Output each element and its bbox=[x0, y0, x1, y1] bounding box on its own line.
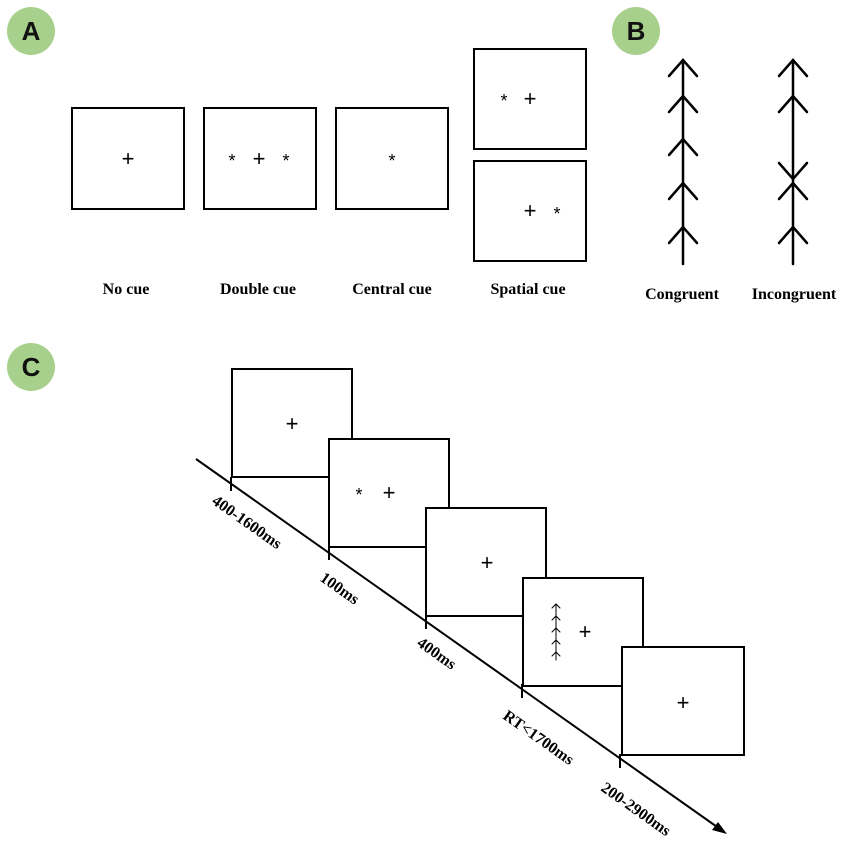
flanker-label-incongruent: Incongruent bbox=[752, 286, 837, 303]
spatial-cue-screen-bottom bbox=[473, 160, 587, 262]
cue-asterisk: * bbox=[228, 151, 235, 171]
cue-label-no-cue: No cue bbox=[103, 281, 150, 298]
fixation-cross: + bbox=[524, 198, 537, 223]
fixation-cross: + bbox=[579, 619, 592, 644]
panel-b-badge bbox=[612, 7, 660, 55]
panel-a: A + No cue * + * Double cue * Central cu… bbox=[7, 7, 587, 298]
up-arrow-icon bbox=[777, 94, 809, 114]
up-arrow-icon bbox=[667, 181, 699, 201]
down-arrow-icon bbox=[777, 161, 809, 181]
up-arrow-icon bbox=[667, 225, 699, 245]
up-arrow-icon bbox=[551, 627, 561, 633]
up-arrow-icon bbox=[777, 58, 809, 78]
panel-c-badge-label: C bbox=[22, 352, 41, 382]
cue-asterisk: * bbox=[500, 91, 507, 111]
up-arrow-icon bbox=[551, 651, 561, 657]
panel-b: B Congruent Incongruent bbox=[612, 7, 837, 303]
panel-b-badge-label: B bbox=[627, 16, 646, 46]
fixation-cross: + bbox=[122, 146, 135, 171]
cue-asterisk: * bbox=[282, 151, 289, 171]
target-arrow-stack bbox=[551, 603, 561, 661]
up-arrow-icon bbox=[667, 94, 699, 114]
spatial-cue-screen-top bbox=[473, 48, 587, 150]
up-arrow-icon bbox=[777, 225, 809, 245]
fixation-cross: + bbox=[383, 480, 396, 505]
double-cue-screen bbox=[203, 107, 317, 210]
cue-asterisk: * bbox=[553, 204, 560, 224]
up-arrow-icon bbox=[667, 58, 699, 78]
panel-c: C + * + + + bbox=[7, 343, 745, 840]
cue-asterisk: * bbox=[355, 485, 362, 505]
panel-c-badge bbox=[7, 343, 55, 391]
up-arrow-icon bbox=[551, 615, 561, 621]
cue-asterisk: * bbox=[388, 151, 395, 171]
fixation-cross: + bbox=[677, 690, 690, 715]
panel-a-badge bbox=[7, 7, 55, 55]
cue-label-central-cue: Central cue bbox=[352, 281, 432, 298]
fixation-cross: + bbox=[253, 146, 266, 171]
iti-screen bbox=[621, 646, 745, 756]
cue-label-double-cue: Double cue bbox=[220, 281, 296, 298]
timeline-arrowhead-icon bbox=[712, 822, 727, 834]
up-arrow-icon bbox=[777, 181, 809, 201]
timeline-axis bbox=[195, 458, 721, 830]
panel-a-badge-label: A bbox=[22, 16, 41, 46]
central-cue-screen bbox=[335, 107, 449, 210]
congruent-arrow-stack bbox=[667, 58, 699, 266]
duration-label-cue: 100ms bbox=[317, 569, 362, 608]
incongruent-arrow-stack bbox=[777, 58, 809, 266]
flanker-label-congruent: Congruent bbox=[645, 286, 719, 303]
up-arrow-icon bbox=[551, 603, 561, 609]
up-arrow-icon bbox=[551, 639, 561, 645]
duration-label-fixation: 400-1600ms bbox=[209, 492, 285, 553]
fixation-cross: + bbox=[524, 86, 537, 111]
no-cue-screen bbox=[71, 107, 185, 210]
fixation-cross: + bbox=[286, 411, 299, 436]
up-arrow-icon bbox=[667, 137, 699, 157]
fixation-cross: + bbox=[481, 550, 494, 575]
duration-label-target: RT<1700ms bbox=[500, 707, 577, 768]
timeline-ticks bbox=[230, 477, 621, 768]
cue-label-spatial-cue: Spatial cue bbox=[490, 281, 565, 298]
